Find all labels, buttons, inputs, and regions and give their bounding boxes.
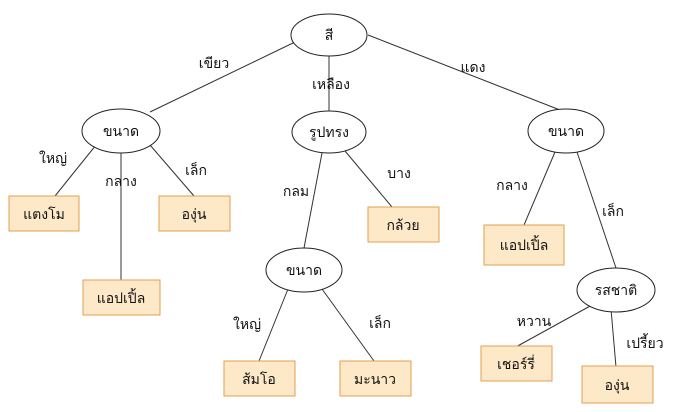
leaf-banana: กล้วย [367, 206, 440, 243]
edges [54, 34, 617, 368]
edge-labels: เขียว เหลือง แดง ใหญ่ กลาง เล็ก กลม บาง … [39, 56, 664, 352]
leaf-cherry-label: เชอร์รี่ [497, 355, 535, 373]
node-size-round-label: ขนาด [286, 263, 322, 279]
leaf-apple-red-label: แอปเปิ้ล [500, 235, 549, 254]
leaf-grape-red: องุ่น [581, 365, 654, 404]
edge-label-yellow: เหลือง [312, 77, 350, 93]
edge-label-round-large: ใหญ่ [233, 316, 261, 333]
edge-label-shape-slim: บาง [387, 166, 411, 182]
node-size-round: ขนาด [265, 247, 343, 293]
leaf-grape-green: องุ่น [158, 195, 231, 232]
edge-green-small [149, 144, 195, 197]
node-taste: รสชาติ [576, 267, 656, 313]
node-shape-label: รูปทรง [309, 125, 349, 141]
edge-shape-slim [344, 150, 393, 208]
edge-label-red: แดง [461, 60, 486, 76]
edge-root-red [367, 34, 561, 111]
edge-taste-sweet [513, 304, 593, 349]
edge-red-medium [523, 151, 556, 226]
edge-shape-round [303, 152, 323, 249]
leaf-watermelon: แตงโม [8, 195, 80, 232]
leaf-pomelo: ส้มโอ [223, 360, 296, 397]
leaf-lime: มะนาว [339, 360, 412, 397]
node-size-green-label: ขนาด [103, 124, 139, 140]
node-size-red: ขนาด [527, 108, 605, 154]
edge-green-large [54, 144, 97, 197]
edge-label-red-medium: กลาง [496, 178, 528, 194]
edge-red-small [576, 151, 617, 269]
leaf-apple-red: แอปเปิ้ล [483, 224, 565, 266]
leaf-nodes: แตงโม แอปเปิ้ล องุ่น กล้วย ส้มโอ มะนาว แ… [8, 195, 654, 404]
edge-label-green-large: ใหญ่ [39, 150, 67, 167]
edge-round-large [258, 288, 289, 362]
node-size-green: ขนาด [81, 108, 161, 154]
leaf-watermelon-label: แตงโม [23, 206, 65, 223]
leaf-grape-red-label: องุ่น [605, 378, 630, 394]
leaf-pomelo-label: ส้มโอ [242, 371, 276, 388]
edge-round-small [321, 288, 375, 362]
edge-label-green-small: เล็ก [185, 161, 207, 179]
leaf-apple-green-label: แอปเปิ้ล [97, 288, 146, 307]
leaf-lime-label: มะนาว [354, 372, 396, 388]
leaf-cherry: เชอร์รี่ [480, 345, 553, 382]
edge-taste-sour [610, 308, 617, 368]
node-taste-label: รสชาติ [595, 283, 638, 299]
edge-label-taste-sour: เปรี้ยว [626, 333, 663, 352]
edge-root-green [149, 41, 296, 113]
node-shape: รูปทรง [291, 110, 367, 154]
node-color-label: สี [325, 28, 334, 44]
edge-label-green-medium: กลาง [105, 174, 137, 190]
node-color: สี [290, 13, 368, 57]
edge-label-shape-round: กลม [283, 184, 309, 200]
edge-label-round-small: เล็ก [369, 314, 391, 332]
edge-label-red-small: เล็ก [602, 202, 624, 220]
node-size-red-label: ขนาด [548, 124, 584, 140]
leaf-grape-green-label: องุ่น [182, 207, 207, 223]
edge-label-green: เขียว [199, 56, 229, 72]
decision-nodes: สี ขนาด รูปทรง ขนาด ขนาด รสชาติ [81, 13, 656, 313]
leaf-banana-label: กล้วย [386, 218, 419, 234]
leaf-apple-green: แอปเปิ้ล [82, 279, 161, 316]
edge-label-taste-sweet: หวาน [517, 314, 552, 330]
